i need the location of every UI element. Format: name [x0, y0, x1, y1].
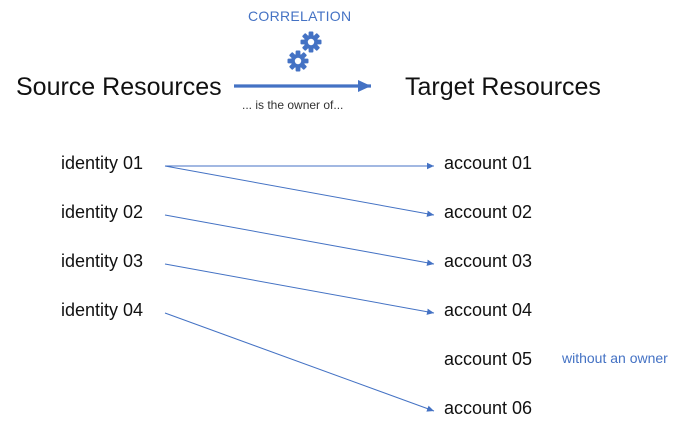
link-arrow	[164, 165, 435, 217]
target-item: account 03	[444, 251, 533, 271]
target-item: account 04	[444, 300, 533, 320]
target-item: account 06	[444, 398, 533, 418]
link-arrow	[164, 263, 435, 315]
gears-icon	[287, 31, 322, 72]
target-title: Target Resources	[405, 73, 601, 101]
source-item: identity 04	[61, 300, 144, 320]
link-arrow	[164, 214, 435, 266]
orphan-note: without an owner	[562, 350, 668, 366]
target-item: account 01	[444, 153, 533, 173]
source-item: identity 03	[61, 251, 144, 271]
source-item: identity 01	[61, 153, 144, 173]
correlation-label: CORRELATION	[248, 8, 352, 24]
target-item: account 02	[444, 202, 533, 222]
source-item: identity 02	[61, 202, 144, 222]
link-arrow	[164, 312, 435, 412]
source-title: Source Resources	[16, 73, 222, 101]
relation-caption: ... is the owner of...	[242, 98, 344, 112]
target-item: account 05	[444, 349, 533, 369]
link-arrows	[164, 162, 435, 412]
